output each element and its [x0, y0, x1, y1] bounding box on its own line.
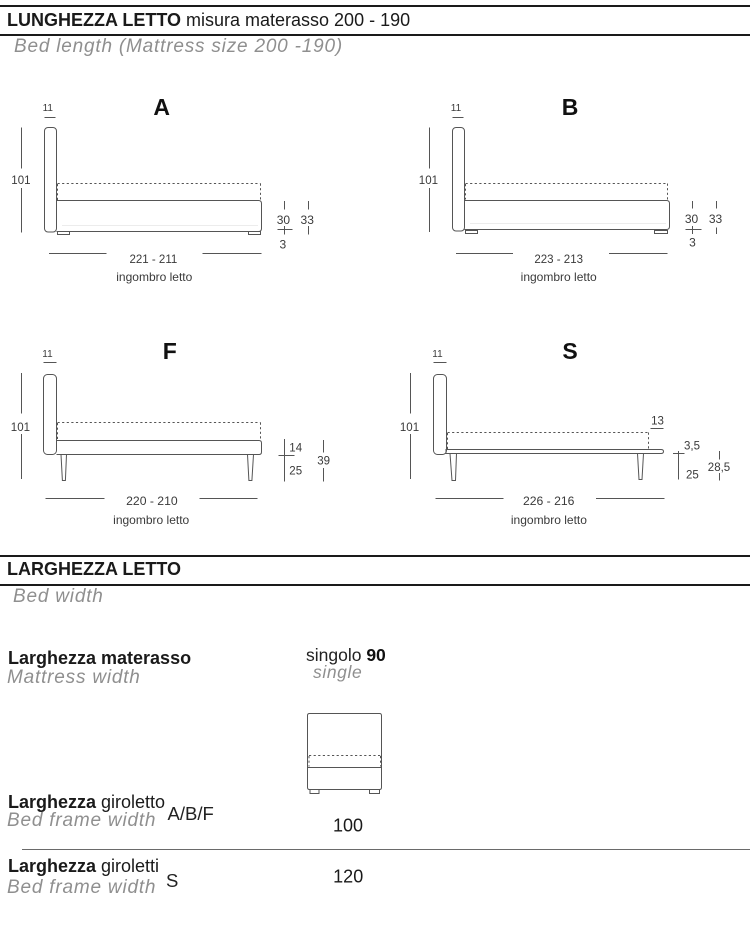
svg-text:100: 100 — [333, 816, 363, 836]
svg-text:3: 3 — [279, 237, 286, 251]
svg-text:220 - 210: 220 - 210 — [126, 494, 178, 508]
svg-text:ingombro letto: ingombro letto — [113, 513, 189, 527]
svg-text:ingombro letto: ingombro letto — [521, 270, 597, 284]
svg-text:ingombro letto: ingombro letto — [116, 270, 192, 284]
svg-text:13: 13 — [651, 416, 664, 428]
svg-text:101: 101 — [11, 175, 30, 187]
svg-text:11: 11 — [451, 103, 462, 114]
svg-text:25: 25 — [289, 466, 302, 478]
svg-text:28,5: 28,5 — [708, 462, 730, 474]
svg-text:101: 101 — [400, 422, 419, 434]
svg-text:3: 3 — [689, 236, 696, 250]
svg-text:120: 120 — [333, 866, 363, 886]
svg-text:30: 30 — [277, 213, 291, 227]
svg-text:11: 11 — [43, 103, 54, 114]
svg-text:14: 14 — [289, 442, 302, 454]
svg-text:11: 11 — [42, 349, 53, 360]
svg-text:221 - 211: 221 - 211 — [130, 254, 178, 266]
svg-text:101: 101 — [11, 422, 30, 434]
svg-text:F: F — [163, 338, 177, 364]
svg-text:223 - 213: 223 - 213 — [534, 254, 583, 266]
svg-text:A: A — [153, 94, 170, 120]
svg-text:226 - 216: 226 - 216 — [523, 494, 575, 508]
svg-text:33: 33 — [709, 212, 723, 226]
svg-text:33: 33 — [301, 213, 315, 227]
svg-text:39: 39 — [317, 455, 330, 467]
svg-text:B: B — [562, 94, 579, 120]
svg-text:ingombro letto: ingombro letto — [511, 513, 587, 527]
svg-text:30: 30 — [685, 212, 699, 226]
svg-text:101: 101 — [419, 175, 438, 187]
svg-text:3,5: 3,5 — [684, 440, 700, 452]
svg-text:25: 25 — [686, 469, 699, 481]
svg-text:11: 11 — [432, 349, 443, 360]
svg-text:S: S — [562, 338, 577, 364]
